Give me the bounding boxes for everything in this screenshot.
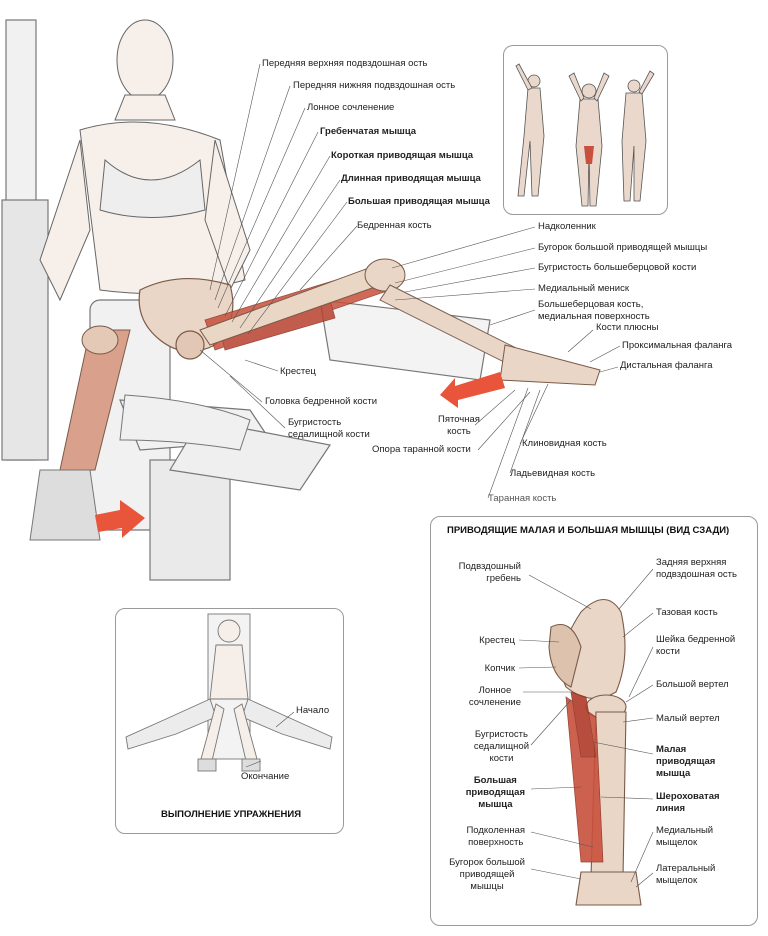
arrow-knee [95,500,145,538]
label-lesser-trochanter: Малый вертел [656,713,720,724]
label-proximal-phalanx: Проксимальная фаланга [622,340,733,351]
label-pectineus: Гребенчатая мышца [320,126,417,137]
leader-lines [199,63,621,499]
bent-leg [29,325,131,541]
label-pubic-symphysis: Лонное сочленение [307,102,395,113]
label-finish: Окончание [241,771,290,782]
label-adductor-minimus: Малая приводящая мышца [656,744,716,779]
label-medial-meniscus: Медиальный мениск [538,283,630,294]
label-rear-ischial-tuberosity: Бугристость седалищной кости [473,729,529,764]
exercise-title: ВЫПОЛНЕНИЕ УПРАЖНЕНИЯ [161,809,302,820]
highlighted-adductor [584,146,594,164]
label-iliac-crest: Подвздошный гребень [458,561,521,584]
seat [119,394,251,451]
rear-view-drawing [518,568,654,906]
woman-figure [39,19,251,302]
label-ischial-tuberosity: Бугристость седалищной кости [288,417,370,440]
label-patella: Надколенник [538,221,596,232]
label-coccyx: Копчик [484,663,515,674]
label-popliteal-surface: Подколенная поверхность [466,825,525,848]
rear-view-title: ПРИВОДЯЩИЕ МАЛАЯ И БОЛЬШАЯ МЫШЦЫ (ВИД СЗ… [447,525,730,536]
label-hip-bone: Тазовая кость [656,607,718,618]
label-adductor-magnus: Большая приводящая мышца [348,196,490,207]
label-femoral-head: Головка бедренной кости [265,396,378,407]
label-asis: Передняя верхняя подвздошная ость [262,58,428,69]
label-femoral-neck: Шейка бедренной кости [656,634,736,657]
label-lateral-condyle: Латеральный мыщелок [656,863,716,886]
label-tibial-tuberosity: Бугристость большеберцовой кости [538,262,697,273]
label-navicular: Ладьевидная кость [510,468,596,479]
label-sacrum: Крестец [280,366,316,377]
label-femur: Бедренная кость [357,220,432,231]
movement-arrows [95,372,505,538]
label-tibia-medial: Большеберцовая кость, медиальная поверхн… [538,299,650,322]
label-rear-pubic-symphysis: Лонное сочленение [468,685,521,708]
exercise-panel: Начало Окончание ВЫПОЛНЕНИЕ УПРАЖНЕНИЯ [115,608,344,834]
label-metatarsals: Кости плюсны [596,322,659,333]
label-rear-adductor-tubercle: Бугорок большой приводящей мышцы [449,857,525,892]
label-psis: Задняя верхняя подвздошная ость [656,557,737,580]
muscle-map-figures [515,63,655,207]
label-adductor-tubercle: Бугорок большой приводящей мышцы [538,242,708,253]
label-sustentaculum-tali: Опора таранной кости [372,444,471,455]
exercise-drawing [125,613,333,772]
muscle-map-inset [503,45,668,215]
label-calcaneus: Пяточная кость [438,414,480,437]
label-adductor-brevis: Короткая приводящая мышца [331,150,474,161]
label-aiis: Передняя нижняя подвздошная ость [293,80,456,91]
label-rear-adductor-magnus: Большая приводящая мышца [465,775,525,810]
label-medial-condyle: Медиальный мыщелок [656,825,714,848]
label-greater-trochanter: Большой вертел [656,679,729,690]
label-rear-sacrum: Крестец [479,635,515,646]
label-talus: Таранная кость [488,493,557,504]
label-cuneiform: Клиновидная кость [522,438,607,449]
label-adductor-longus: Длинная приводящая мышца [341,173,481,184]
rear-view-panel: ПРИВОДЯЩИЕ МАЛАЯ И БОЛЬШАЯ МЫШЦЫ (ВИД СЗ… [430,516,758,926]
arrow-foot [440,372,505,408]
label-distal-phalanx: Дистальная фаланга [620,360,713,371]
label-linea-aspera: Шероховатая линия [656,791,720,814]
label-start: Начало [296,705,330,716]
